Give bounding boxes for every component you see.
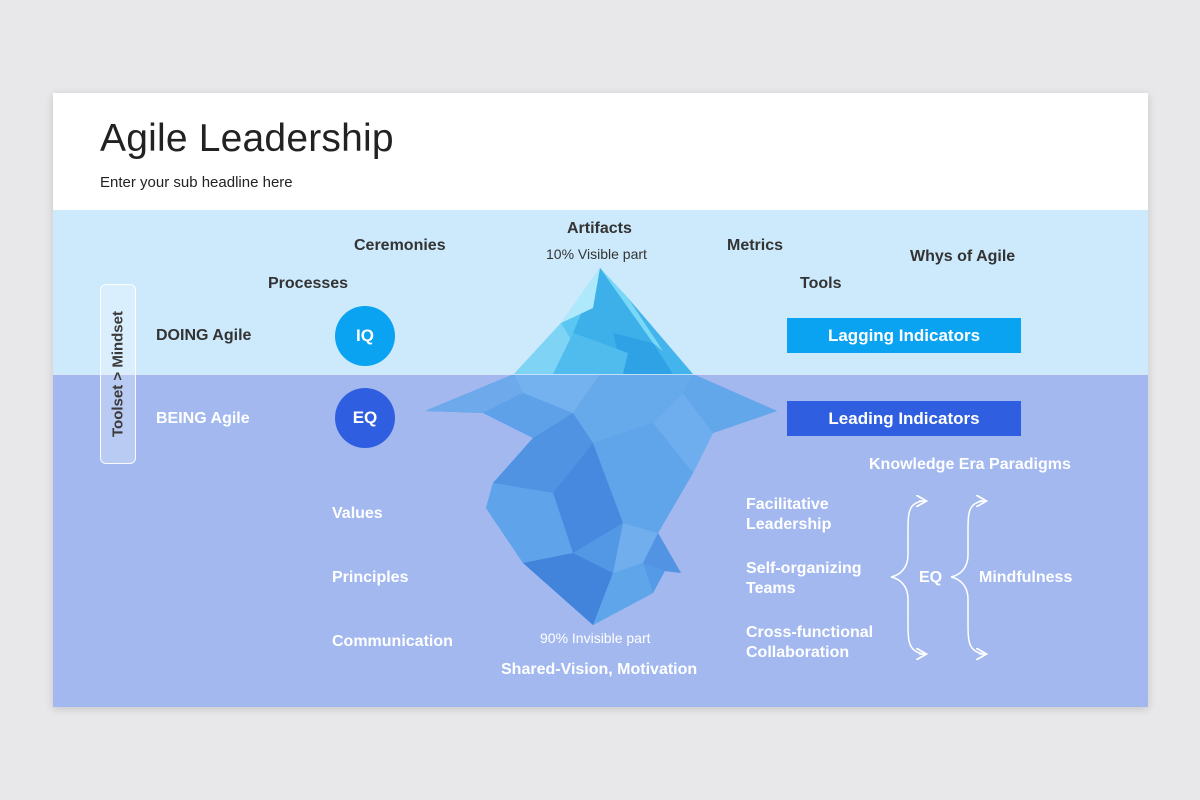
communication-label: Communication	[332, 633, 453, 650]
slide: Agile Leadership Enter your sub headline…	[53, 93, 1148, 707]
paradigm-eq-label: EQ	[919, 569, 943, 586]
page-subtitle: Enter your sub headline here	[100, 174, 293, 191]
leading-indicators-label: Leading Indicators	[828, 408, 980, 428]
invisible-part-label: 90% Invisible part	[540, 630, 651, 646]
waterline	[53, 374, 1148, 375]
whys-of-agile-label: Whys of Agile	[910, 248, 1016, 265]
lagging-indicators-label: Lagging Indicators	[827, 325, 981, 345]
paradigm-braces	[890, 93, 1148, 707]
being-agile-label: BEING Agile	[156, 410, 250, 427]
eq-label: EQ	[352, 408, 378, 427]
visible-part-label: 10% Visible part	[546, 246, 647, 262]
principles-label: Principles	[332, 569, 409, 586]
iq-label: IQ	[356, 326, 374, 345]
mindfulness-label: Mindfulness	[979, 569, 1073, 586]
lagging-indicators-box: Lagging Indicators	[787, 318, 1021, 353]
shared-vision-label: Shared-Vision, Motivation	[501, 661, 698, 678]
iq-circle: IQ	[335, 306, 395, 366]
self-organizing-teams-label: Self-organizing Teams	[746, 560, 862, 597]
tools-label: Tools	[800, 275, 842, 292]
right-brace	[950, 500, 984, 655]
metrics-label: Metrics	[727, 237, 784, 254]
leading-indicators-box: Leading Indicators	[787, 401, 1021, 436]
eq-circle: EQ	[335, 388, 395, 448]
values-label: Values	[332, 505, 383, 522]
iceberg-body	[425, 374, 777, 625]
cross-functional-collaboration-label: Cross-functional Collaboration	[746, 624, 874, 661]
doing-agile-label: DOING Agile	[156, 327, 252, 344]
facilitative-leadership-label: Facilitative Leadership	[746, 496, 832, 533]
iceberg-illustration	[425, 268, 777, 625]
page-title: Agile Leadership	[100, 117, 394, 160]
toolset-mindset-pill: Toolset > Mindset	[100, 284, 136, 464]
left-brace	[890, 500, 924, 655]
artifacts-label: Artifacts	[567, 220, 632, 237]
processes-label: Processes	[268, 275, 349, 292]
ceremonies-label: Ceremonies	[354, 237, 446, 254]
iceberg-tip	[514, 268, 693, 374]
paradigms-heading: Knowledge Era Paradigms	[869, 456, 1071, 473]
